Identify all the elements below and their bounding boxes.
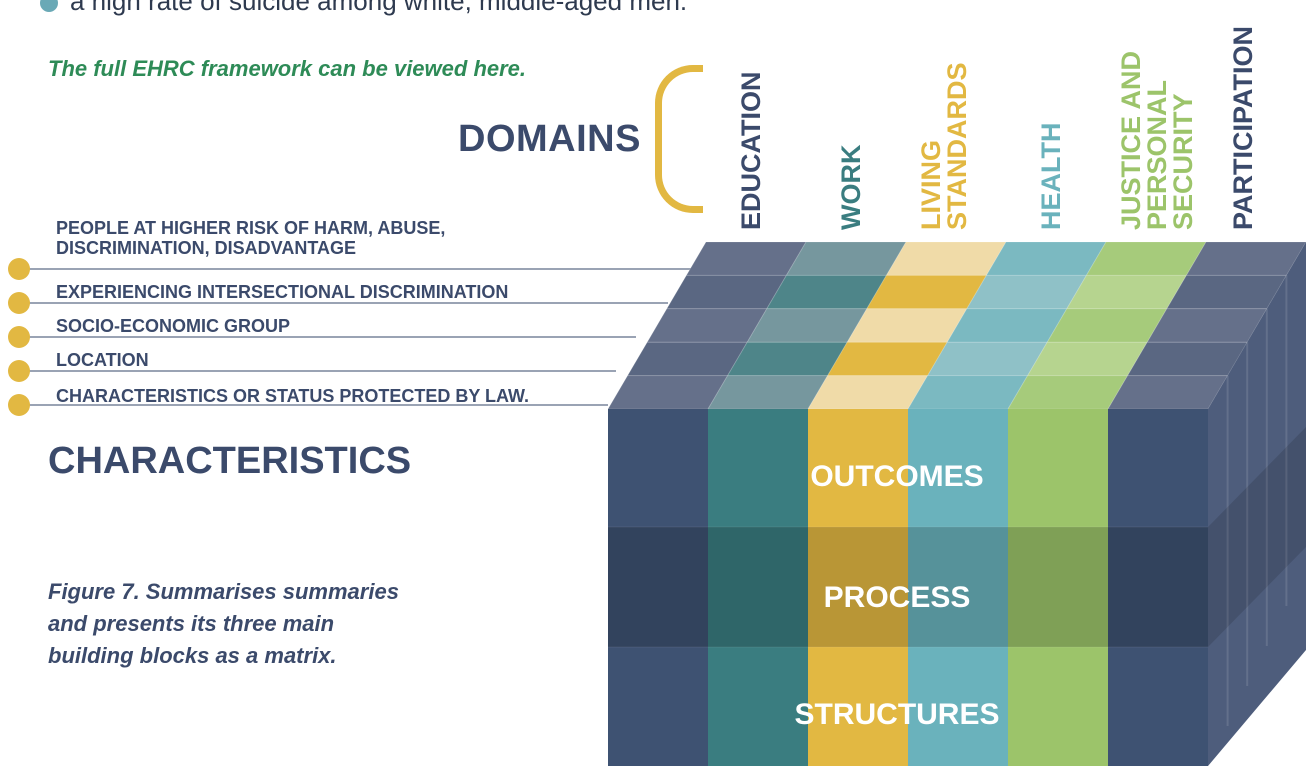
characteristic-bullet-icon [8, 360, 30, 382]
top-face-cell [1007, 375, 1129, 410]
characteristic-bullet-icon [8, 258, 30, 280]
top-face-cell [1185, 241, 1306, 276]
top-face-cell [685, 241, 807, 276]
top-face-cell [1165, 274, 1288, 310]
top-face-cell [846, 308, 968, 343]
characteristic-connector [20, 370, 616, 372]
framework-link[interactable]: The full EHRC framework can be viewed he… [48, 56, 527, 81]
top-face-cell [726, 341, 849, 377]
previous-bullet-text: a high rate of suicide among white, midd… [40, 0, 687, 17]
top-face-cell [907, 375, 1029, 410]
front-column [1008, 409, 1108, 766]
top-face-cell [765, 274, 888, 310]
bullet-icon [40, 0, 58, 13]
front-column [908, 409, 1008, 766]
characteristic-label-4: CHARACTERISTICS OR STATUS PROTECTED BY L… [56, 386, 529, 406]
top-face-cell [626, 341, 749, 377]
characteristic-label-line: CHARACTERISTICS OR STATUS PROTECTED BY L… [56, 386, 530, 406]
top-face-cell [885, 241, 1007, 276]
previous-bullet-label: a high rate of suicide among white, midd… [70, 0, 688, 16]
top-face-cell [1026, 341, 1149, 377]
building-block-label-1: PROCESS [824, 581, 971, 614]
characteristics-title: CHARACTERISTICS [48, 440, 412, 482]
front-column [808, 409, 908, 766]
front-column [1108, 409, 1208, 766]
characteristic-label-0: PEOPLE AT HIGHER RISK OF HARM, ABUSE,DIS… [56, 218, 445, 258]
top-face-cell [1107, 375, 1229, 410]
characteristic-bullet-icon [8, 292, 30, 314]
right-side-face [1208, 242, 1306, 766]
characteristic-label-1: EXPERIENCING INTERSECTIONAL DISCRIMINATI… [56, 282, 508, 302]
top-face-cell [707, 375, 829, 410]
characteristic-label-line: DISCRIMINATION, DISADVANTAGE [56, 238, 356, 258]
characteristic-connector [20, 336, 636, 338]
characteristic-label-line: LOCATION [56, 350, 149, 370]
characteristic-label-line: SOCIO-ECONOMIC GROUP [56, 316, 291, 336]
top-face-cell [785, 241, 907, 276]
top-face-cell [665, 274, 788, 310]
top-face-cell [965, 274, 1088, 310]
top-face-cell [826, 341, 949, 377]
building-block-label-2: STRUCTURES [794, 698, 999, 731]
characteristic-connector [20, 404, 608, 406]
characteristic-label-2: SOCIO-ECONOMIC GROUP [56, 316, 290, 336]
top-face-cell [1085, 241, 1207, 276]
top-face-cell [746, 308, 868, 343]
top-face-cell [1065, 274, 1188, 310]
characteristic-label-3: LOCATION [56, 350, 149, 370]
characteristic-label-line: PEOPLE AT HIGHER RISK OF HARM, ABUSE, [56, 218, 446, 238]
characteristic-bullet-icon [8, 394, 30, 416]
top-face-cell [1126, 341, 1249, 377]
characteristic-connector [20, 268, 706, 270]
domains-bracket-icon [655, 65, 703, 213]
domains-title: DOMAINS [458, 118, 641, 160]
process-band-shade [608, 527, 1208, 647]
figure-caption: Figure 7. Summarises summaries and prese… [48, 579, 399, 668]
top-face-cell [807, 375, 929, 410]
front-column [708, 409, 808, 766]
characteristic-connector [20, 302, 668, 304]
top-face-cell [646, 308, 768, 343]
top-face-cell [1046, 308, 1168, 343]
top-face-cell [607, 375, 729, 410]
top-face-cell [1146, 308, 1268, 343]
side-band-shade [1208, 427, 1306, 647]
front-column [608, 409, 708, 766]
building-block-label-0: OUTCOMES [810, 460, 983, 493]
top-face-cell [865, 274, 988, 310]
characteristic-label-line: EXPERIENCING INTERSECTIONAL DISCRIMINATI… [56, 282, 509, 302]
top-face-cell [946, 308, 1068, 343]
top-face-cell [985, 241, 1107, 276]
characteristic-bullet-icon [8, 326, 30, 348]
top-face-cell [926, 341, 1049, 377]
